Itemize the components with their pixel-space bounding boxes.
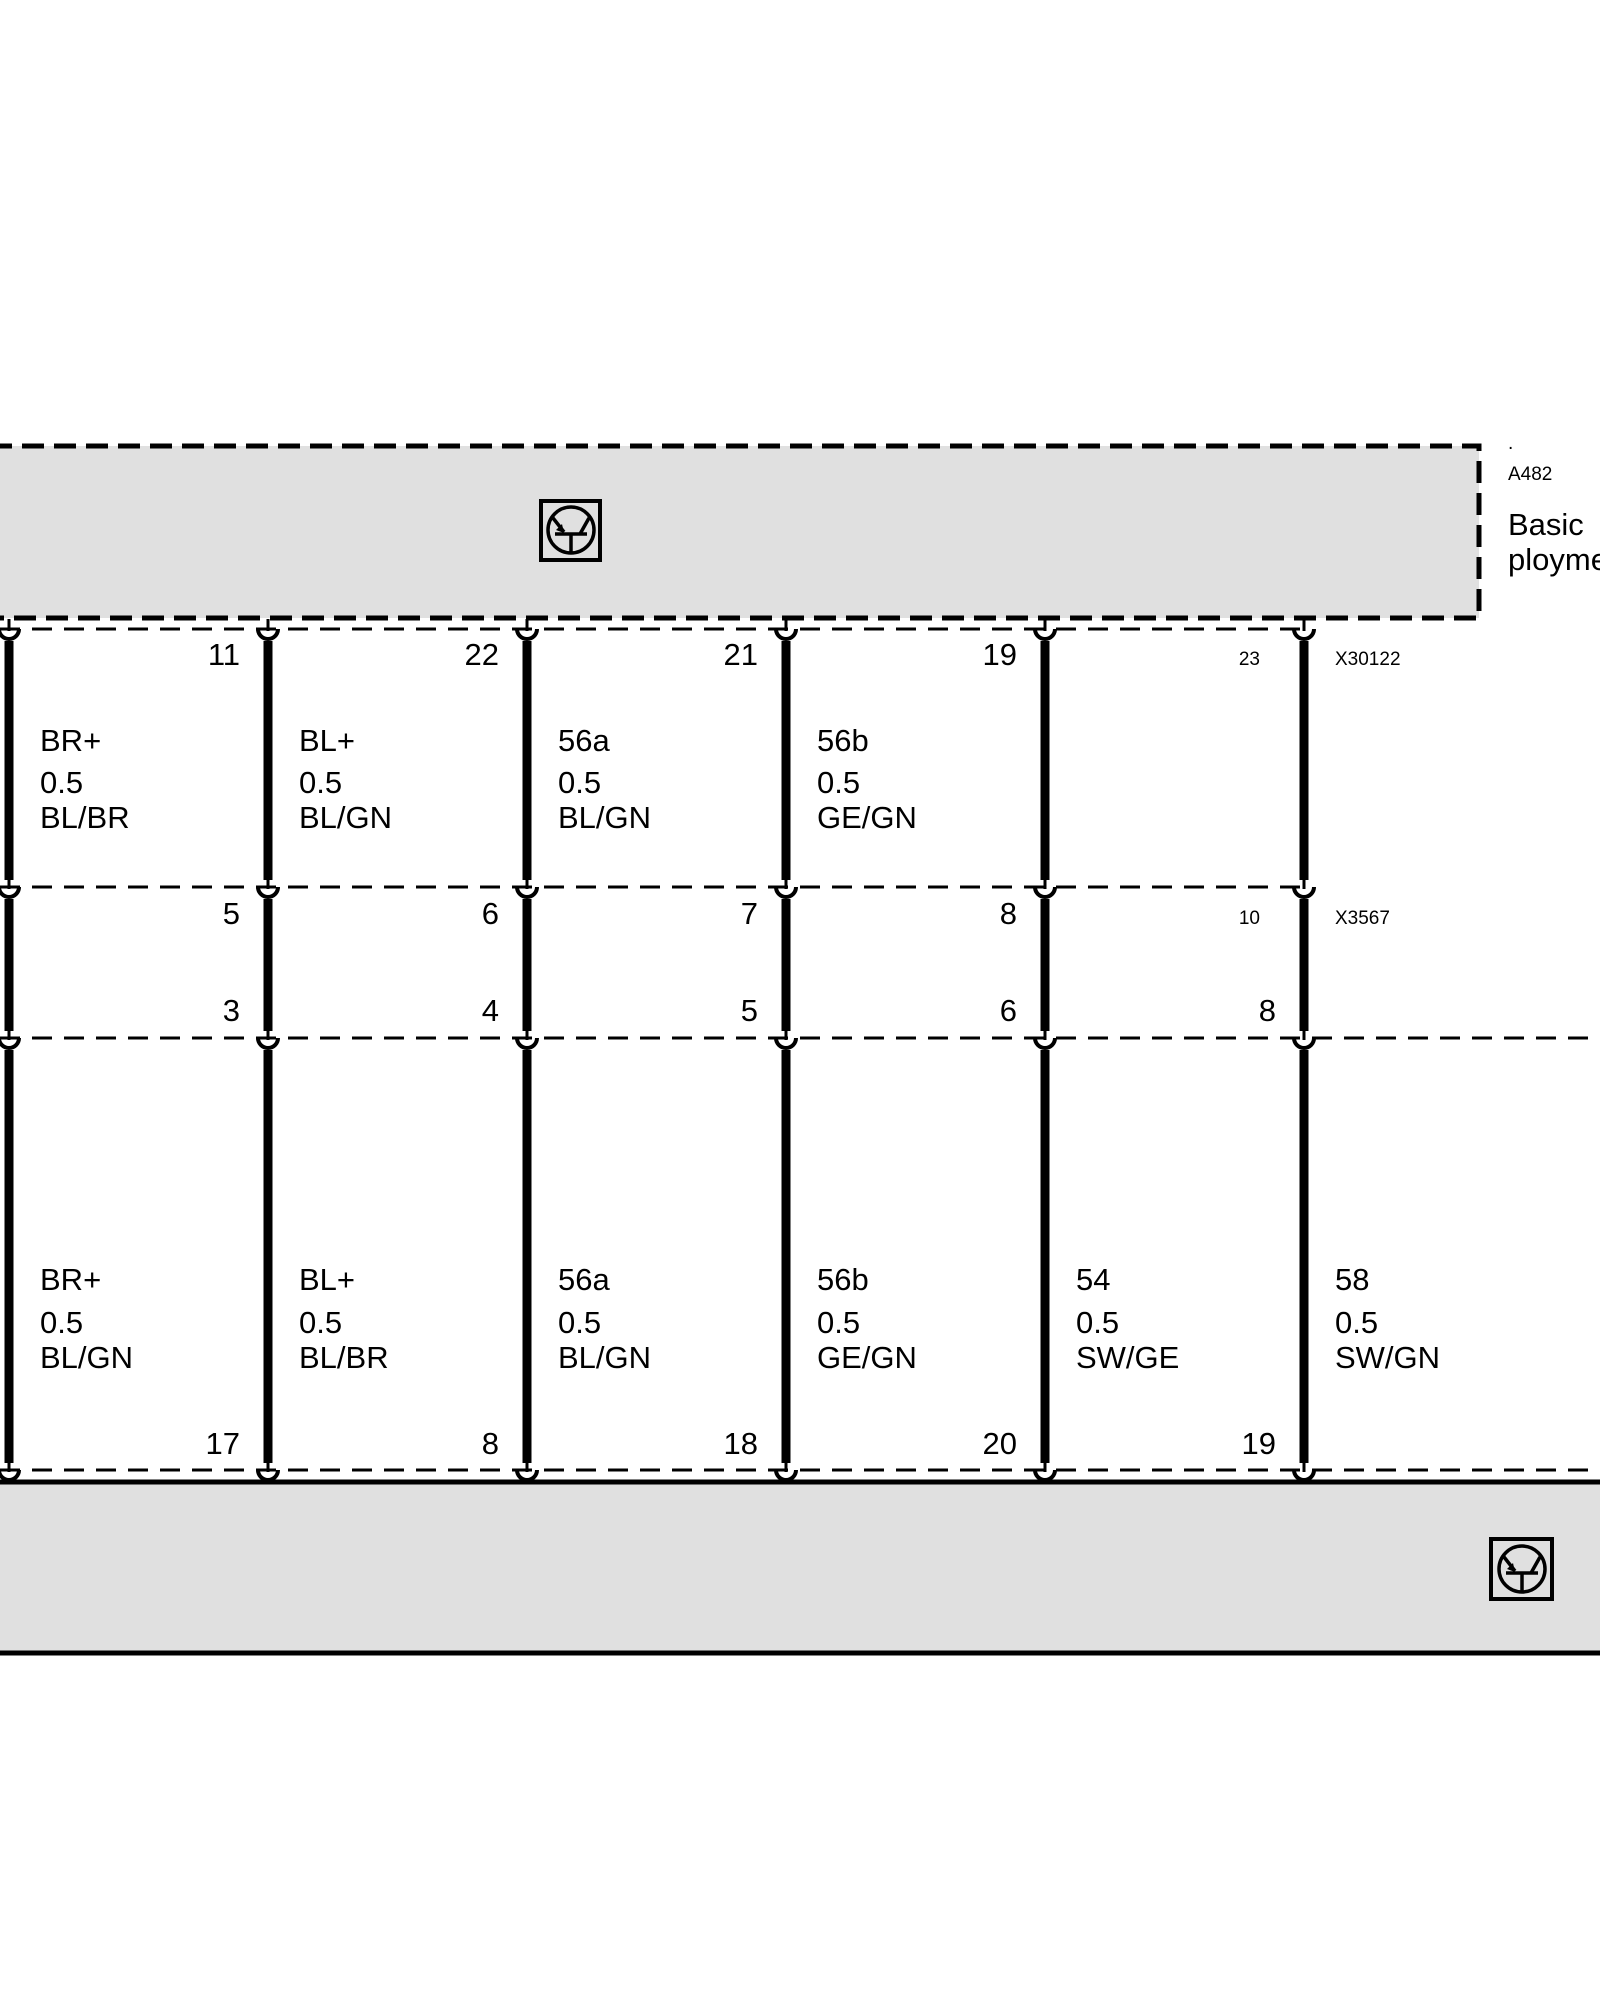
wire-signal: 54	[1076, 1262, 1110, 1297]
pin-socket	[515, 1037, 539, 1050]
pin-socket	[1033, 1037, 1057, 1050]
pin-number: 23	[1239, 649, 1260, 670]
wire-color: BL/BR	[299, 1340, 389, 1375]
pin-socket	[1292, 886, 1316, 899]
wire-gauge: 0.5	[558, 1305, 601, 1340]
wire-color: BL/GN	[40, 1340, 133, 1375]
wire-color: GE/GN	[817, 800, 917, 835]
pin-number: 11	[208, 637, 240, 672]
pin-socket	[256, 1469, 280, 1482]
pin-socket	[774, 1037, 798, 1050]
pin-number: 22	[465, 637, 499, 672]
wire-gauge: 0.5	[1076, 1305, 1119, 1340]
wire-gauge: 0.5	[1335, 1305, 1378, 1340]
component-id: A482	[1508, 464, 1552, 485]
pin-number: 7	[741, 896, 758, 931]
pin-number: 19	[983, 637, 1017, 672]
transistor-module-icon	[539, 499, 602, 562]
connector-label-x3567: X3567	[1335, 908, 1390, 929]
pin-number: 17	[206, 1426, 240, 1461]
pin-number: 5	[741, 993, 758, 1028]
wire-gauge: 0.5	[558, 765, 601, 800]
pin-number: 20	[983, 1426, 1017, 1461]
wire-signal: 56b	[817, 1262, 869, 1297]
connector-label-x30122: X30122	[1335, 649, 1401, 670]
wire-color: GE/GN	[817, 1340, 917, 1375]
component-name-line2: ployme	[1508, 542, 1600, 577]
pin-socket	[1292, 628, 1316, 641]
pin-number: 8	[1259, 993, 1276, 1028]
transistor-module-icon	[1489, 1537, 1554, 1601]
pin-socket	[0, 628, 21, 641]
pin-socket	[1292, 1037, 1316, 1050]
pin-number: 5	[223, 896, 240, 931]
pin-socket	[774, 628, 798, 641]
wire-signal: 56a	[558, 723, 610, 758]
wire-gauge: 0.5	[817, 765, 860, 800]
pin-number: 8	[482, 1426, 499, 1461]
module-a482-box	[0, 443, 1482, 621]
component-dot: .	[1508, 433, 1513, 454]
pin-number: 19	[1242, 1426, 1276, 1461]
wire-color: BL/BR	[40, 800, 130, 835]
pin-socket	[256, 628, 280, 641]
pin-number: 10	[1239, 908, 1260, 929]
wire-signal: BR+	[40, 723, 101, 758]
wire-signal: 58	[1335, 1262, 1369, 1297]
pin-number: 6	[1000, 993, 1017, 1028]
wire-color: BL/GN	[558, 800, 651, 835]
wire-color: BL/GN	[299, 800, 392, 835]
pin-socket	[1033, 886, 1057, 899]
wire-gauge: 0.5	[40, 1305, 83, 1340]
wire-color: SW/GN	[1335, 1340, 1440, 1375]
pin-number: 18	[724, 1426, 758, 1461]
wire-signal: 56b	[817, 723, 869, 758]
pin-socket	[515, 628, 539, 641]
wire-signal: BL+	[299, 723, 355, 758]
pin-socket	[774, 1469, 798, 1482]
pin-socket	[1292, 1469, 1316, 1482]
pin-socket	[0, 1037, 21, 1050]
pin-socket	[256, 1037, 280, 1050]
wire-gauge: 0.5	[299, 765, 342, 800]
pin-socket	[515, 886, 539, 899]
wire-gauge: 0.5	[817, 1305, 860, 1340]
pin-socket	[1033, 628, 1057, 641]
pin-number: 6	[482, 896, 499, 931]
pin-socket	[0, 886, 21, 899]
pin-socket	[515, 1469, 539, 1482]
pin-number: 3	[223, 993, 240, 1028]
pin-socket	[256, 886, 280, 899]
pin-number: 4	[482, 993, 499, 1028]
pin-socket	[1033, 1469, 1057, 1482]
component-name-line1: Basic	[1508, 507, 1584, 542]
wire-signal: BR+	[40, 1262, 101, 1297]
wire-color: BL/GN	[558, 1340, 651, 1375]
wire-gauge: 0.5	[299, 1305, 342, 1340]
wire-signal: BL+	[299, 1262, 355, 1297]
pin-number: 21	[724, 637, 758, 672]
pin-number: 8	[1000, 896, 1017, 931]
pin-socket	[0, 1469, 21, 1482]
wire-gauge: 0.5	[40, 765, 83, 800]
bottom-module-box	[0, 1482, 1600, 1653]
wire-color: SW/GE	[1076, 1340, 1179, 1375]
wire-signal: 56a	[558, 1262, 610, 1297]
pin-socket	[774, 886, 798, 899]
